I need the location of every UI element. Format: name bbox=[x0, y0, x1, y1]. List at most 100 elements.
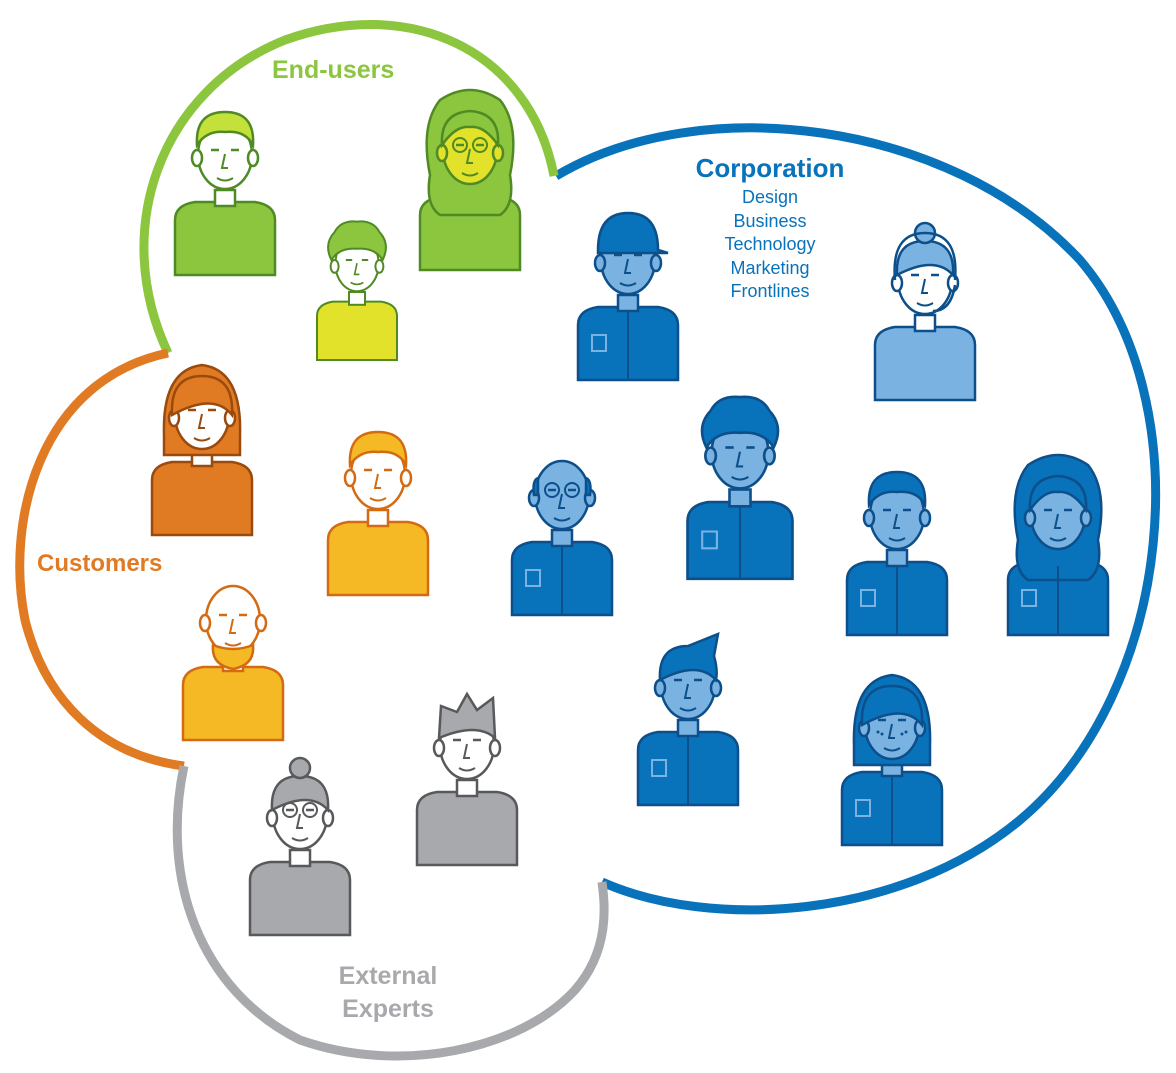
nose-icon bbox=[353, 263, 360, 276]
pocket-icon bbox=[860, 589, 876, 607]
ear-icon bbox=[321, 808, 335, 828]
person-endusers-curly-long bbox=[418, 88, 522, 272]
people-layer bbox=[150, 88, 1110, 937]
nose-icon bbox=[557, 493, 565, 509]
hair-icon bbox=[440, 109, 500, 149]
ear-icon bbox=[254, 613, 268, 633]
ear-icon bbox=[762, 446, 776, 466]
person-customers-short bbox=[326, 430, 430, 597]
nose-icon bbox=[623, 258, 631, 274]
ear-icon bbox=[399, 468, 413, 488]
hair-icon bbox=[211, 643, 255, 671]
hair-icon bbox=[348, 430, 408, 470]
glasses-icon bbox=[302, 802, 318, 818]
headset-icon bbox=[893, 231, 957, 281]
person-external-bun bbox=[248, 756, 352, 937]
nose-icon bbox=[683, 683, 691, 699]
ear-icon bbox=[432, 738, 446, 758]
torso-icon bbox=[415, 790, 519, 867]
mouth-icon bbox=[888, 537, 906, 542]
ear-icon bbox=[265, 808, 279, 828]
ear-icon bbox=[343, 468, 357, 488]
mouth-icon bbox=[916, 302, 934, 307]
pocket-icon bbox=[701, 530, 718, 550]
hair-icon bbox=[195, 110, 255, 150]
nose-icon bbox=[373, 473, 381, 489]
torso-icon bbox=[173, 200, 277, 277]
torso-icon bbox=[248, 860, 352, 937]
external-arc bbox=[172, 765, 609, 1061]
person-customers-bald-beard bbox=[181, 584, 285, 742]
mouth-icon bbox=[1049, 537, 1067, 542]
mouth-icon bbox=[619, 282, 637, 287]
pocket-icon bbox=[855, 799, 871, 817]
corporation-arc bbox=[553, 123, 1160, 915]
mouth-icon bbox=[461, 172, 479, 177]
mouth-icon bbox=[679, 707, 697, 712]
ear-icon bbox=[709, 678, 723, 698]
neck-icon bbox=[913, 313, 937, 333]
endusers-arc bbox=[139, 20, 559, 355]
hair-icon bbox=[170, 374, 234, 419]
pocket-icon bbox=[525, 569, 541, 587]
glasses-icon bbox=[472, 137, 488, 153]
nose-icon bbox=[920, 278, 928, 294]
person-endusers-short bbox=[173, 110, 277, 277]
freckle-icon bbox=[876, 730, 880, 734]
person-corporation-headset-bun bbox=[873, 221, 977, 402]
external-label-line1: External bbox=[338, 962, 438, 990]
hair-icon bbox=[860, 684, 924, 729]
external-experts-label: External Experts bbox=[288, 960, 488, 1026]
mouth-icon bbox=[458, 767, 476, 772]
mouth-icon bbox=[193, 437, 211, 442]
ear-icon bbox=[1023, 508, 1037, 528]
endusers-label: End-users bbox=[272, 56, 395, 84]
hair-icon bbox=[1028, 474, 1088, 514]
ear-icon bbox=[704, 446, 718, 466]
neck-icon bbox=[288, 848, 312, 868]
glasses-icon bbox=[452, 137, 468, 153]
freckle-icon bbox=[900, 732, 904, 736]
torso-icon bbox=[315, 300, 399, 362]
ear-icon bbox=[491, 143, 505, 163]
department-item: Marketing bbox=[730, 257, 810, 278]
pocket-icon bbox=[651, 759, 667, 777]
ear-icon bbox=[246, 148, 260, 168]
hair-icon bbox=[867, 470, 927, 510]
hair-icon bbox=[270, 774, 330, 814]
mouth-icon bbox=[216, 177, 234, 182]
glasses-icon bbox=[564, 482, 580, 498]
person-corporation-curly bbox=[686, 395, 794, 581]
hair-icon bbox=[700, 395, 780, 451]
nose-icon bbox=[1053, 513, 1061, 529]
neck-icon bbox=[366, 508, 390, 528]
department-item: Business bbox=[733, 210, 807, 231]
headset-mic-icon bbox=[932, 284, 957, 313]
mouth-icon bbox=[350, 281, 364, 286]
neck-icon bbox=[885, 548, 909, 568]
mouth-icon bbox=[883, 747, 901, 752]
nose-icon bbox=[465, 148, 473, 164]
hair-icon bbox=[895, 239, 955, 279]
hair-bun-icon bbox=[288, 756, 312, 780]
neck-icon bbox=[347, 290, 367, 306]
person-corporation-short bbox=[845, 470, 949, 637]
neck-icon bbox=[616, 293, 640, 313]
person-corporation-cap bbox=[576, 211, 680, 382]
mouth-icon bbox=[369, 497, 387, 502]
freckle-icon bbox=[904, 730, 908, 734]
nose-icon bbox=[887, 723, 895, 739]
customers-arc bbox=[15, 348, 185, 771]
person-corporation-bob-freckles bbox=[840, 673, 944, 847]
nose-icon bbox=[892, 513, 900, 529]
neck-icon bbox=[550, 528, 574, 548]
torso-icon bbox=[873, 325, 977, 402]
ear-icon bbox=[918, 508, 932, 528]
ear-icon bbox=[890, 273, 904, 293]
ear-icon bbox=[374, 258, 385, 274]
person-external-spiky bbox=[415, 691, 519, 867]
ear-icon bbox=[329, 258, 340, 274]
neck-icon bbox=[213, 188, 237, 208]
hair-icon bbox=[437, 691, 497, 741]
